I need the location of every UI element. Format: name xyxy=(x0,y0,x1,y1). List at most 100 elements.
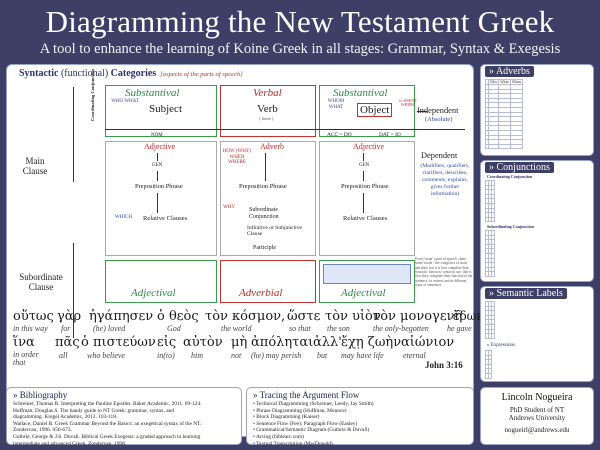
subordinating-subheading: Subordinating Conjunction xyxy=(487,224,535,229)
who-what-label: WHO WHAT xyxy=(111,99,139,104)
bibliography-item: Zondervan, 1996. 656-673. xyxy=(13,427,72,434)
english-word: he gave xyxy=(447,324,472,333)
tracing-panel: » Tracing the Argument Flow • Technical … xyxy=(246,387,474,447)
participle-label: Participle xyxy=(253,245,276,251)
modifier-box-2 xyxy=(220,141,316,256)
conjunctions-heading: » Conjunctions xyxy=(485,162,554,173)
english-word: may have life xyxy=(341,351,384,360)
greek-word: ὁ πιστεύων xyxy=(81,335,156,350)
substantival-box-1 xyxy=(105,85,217,137)
tracing-item: • Technical Diagramming (Schreiner, Leed… xyxy=(253,401,374,407)
adverbs-heading: » Adverbs xyxy=(485,66,534,77)
nom-label: NOM xyxy=(151,133,163,138)
greek-word: ἔχῃ ζωὴν xyxy=(341,335,402,350)
substantival-box-2 xyxy=(319,85,415,137)
finite-label: ( finite ) xyxy=(259,116,274,121)
adjectival-box-1 xyxy=(105,260,217,303)
independent-label: Independent xyxy=(417,106,459,115)
english-word: (he) may perish xyxy=(251,351,302,360)
coordinating-subheading: Coordinating Conjunction xyxy=(487,174,533,179)
adverbial-label: Adverbial xyxy=(239,287,283,299)
dependent-desc: (Modifiers, qualifiers, clarifiers, desc… xyxy=(420,163,470,197)
author-panel: Lincoln Nogueira PhD Student of NT Andre… xyxy=(480,387,594,445)
english-word: him xyxy=(191,351,203,360)
expressions-subheading: » Expressions xyxy=(487,343,515,348)
conjunctions-panel: » Conjunctions Coordinating Conjunction … xyxy=(480,160,594,282)
english-word: for xyxy=(61,324,71,333)
dat-io-label: DAT = IO xyxy=(379,132,401,138)
english-word: not xyxy=(231,351,242,360)
author-university: Andrews University xyxy=(508,414,566,422)
greek-word: γὰρ xyxy=(57,309,82,324)
tracing-item: • Sentence Flow (Fee); Paragraph Flow (E… xyxy=(253,420,358,427)
greek-word: ἀπόληται xyxy=(251,335,314,350)
greek-word: τὸν υἱὸν xyxy=(325,309,381,324)
subordinate-conj-label: Subordinate Conjunction xyxy=(249,207,279,220)
english-word: in order that xyxy=(13,350,39,367)
absolute-label: (Absolute) xyxy=(425,116,453,123)
greek-word: οὕτως xyxy=(13,309,54,324)
bibliography-list: Schreiner, Thomas R. Interpreting the Pa… xyxy=(13,401,237,447)
tracing-item: • Textual Transcription (MacDonald) xyxy=(253,440,333,447)
greek-word: τὸν κόσμον, xyxy=(205,309,286,324)
greek-word: ἵνα xyxy=(13,335,35,350)
author-name: Lincoln Nogueira xyxy=(501,392,573,403)
gen-1-label: GEN xyxy=(152,163,163,168)
col-verbal: Verbal xyxy=(253,87,282,99)
sub-brace xyxy=(73,243,74,338)
english-word: eternal xyxy=(403,351,426,360)
to-whom-label: to WHOM WHERE xyxy=(399,98,417,108)
col-substantival-1: Substantival xyxy=(125,87,180,99)
verb-label: Verb xyxy=(257,103,278,115)
adjectival-box-2 xyxy=(319,260,415,303)
prep-phrase-2-label: Preposition Phrase xyxy=(239,183,287,190)
why-label: WHY xyxy=(223,205,235,210)
greek-word: ἠγάπησεν xyxy=(89,309,154,324)
greek-word: μὴ xyxy=(231,335,248,350)
greek-word: αὐτὸν xyxy=(183,335,223,350)
infinitive-label: Infinitive or Subjunctive Clause xyxy=(247,225,302,238)
greek-word: τὸν μονογενῆ xyxy=(373,309,463,324)
coordinating-conj-label: Coordinating Conjunction xyxy=(90,69,95,121)
bibliography-item: intermediate and advanced Greek. Zonderv… xyxy=(13,440,127,447)
english-word: all xyxy=(59,351,68,360)
bibliography-item: Huffman, Douglas S. The handy guide to N… xyxy=(13,407,175,414)
bibliography-item: Guthrie, George & J.S. Duvall. Biblical … xyxy=(13,433,201,440)
bibliography-panel: » Bibliography Schreiner, Thomas R. Inte… xyxy=(6,387,242,447)
tracing-item: • Phrase Diagramming (Huffman, Mounce) xyxy=(253,407,347,414)
author-role: PhD Student of NT xyxy=(509,406,565,414)
tracing-heading: » Tracing the Argument Flow xyxy=(253,390,360,400)
main-brace xyxy=(73,87,74,182)
section-heading: Syntactic (functional) Categories[aspect… xyxy=(19,68,243,79)
acc-do-label: ACC = DO xyxy=(327,132,352,138)
tracing-item: • Grammatical/Semantic Diagram (Guthrie … xyxy=(253,427,370,434)
greek-word: ὁ θεὸς xyxy=(157,309,199,324)
greek-word: πᾶς xyxy=(55,335,80,350)
main-clause-label: Main Clause xyxy=(22,156,48,176)
relative-clauses-1-label: Relative Clauses xyxy=(143,215,188,222)
poster-title: Diagramming the New Testament Greek xyxy=(45,4,555,39)
right-note: Every 'noun' a part of speech, share som… xyxy=(415,257,473,287)
tracing-item: • Arcing (biblearc.com) xyxy=(253,433,304,440)
greek-word: ὥστε xyxy=(287,309,321,324)
adjectival-1-label: Adjectival xyxy=(131,287,176,299)
english-word: the only-begotten xyxy=(373,324,429,333)
poster-subtitle: A tool to enhance the learning of Koine … xyxy=(39,41,561,57)
verse-reference: John 3:16 xyxy=(425,360,463,370)
col-substantival-2: Substantival xyxy=(333,87,388,99)
english-word: the world xyxy=(221,324,252,333)
author-email[interactable]: nogueirl@andrews.edu xyxy=(504,426,570,434)
greek-word: αἰώνιον xyxy=(401,335,455,350)
english-word: who believe xyxy=(87,351,125,360)
modifier-box-1 xyxy=(105,141,217,256)
whom-what-label: WHOM WHAT xyxy=(327,99,345,110)
how-why-label: HOW (WHY) WHEN WHERE xyxy=(222,149,252,165)
prep-phrase-3-label: Preposition Phrase xyxy=(341,183,389,190)
adverbial-box xyxy=(220,260,316,303)
greek-word: ἀλλ' xyxy=(313,335,342,350)
modifier-box-3 xyxy=(319,141,415,256)
adverb-label: Adverb xyxy=(260,142,284,151)
prep-phrase-1-label: Preposition Phrase xyxy=(135,183,183,190)
